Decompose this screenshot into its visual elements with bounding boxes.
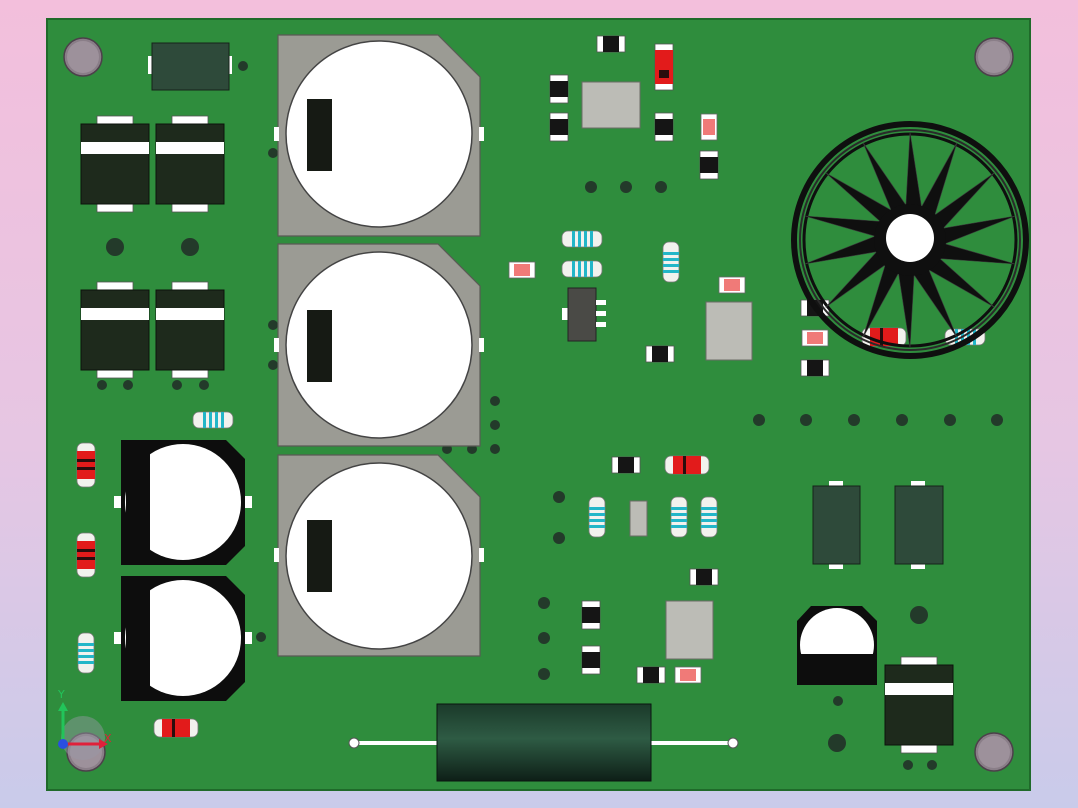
small-capacitor[interactable] [797,606,877,685]
large-capacitor[interactable] [274,34,484,237]
smd-chip[interactable] [549,74,569,104]
medium-capacitor[interactable] [114,576,252,701]
axial-resistor[interactable] [670,496,688,538]
smd-chip[interactable] [596,35,626,53]
to252-regulator[interactable] [562,287,606,342]
smd-chip[interactable] [581,645,601,675]
smd-chip[interactable] [611,456,641,474]
axial-resistor[interactable] [192,411,234,429]
smd-led[interactable] [700,113,718,141]
power-package[interactable] [155,115,225,213]
power-package[interactable] [80,115,150,213]
smd-chip[interactable] [689,568,719,586]
power-package[interactable] [884,656,954,754]
ic-package[interactable] [665,600,714,660]
smd-chip[interactable] [636,666,666,684]
large-capacitor[interactable] [274,454,484,657]
axial-resistor[interactable] [561,260,603,278]
medium-capacitor[interactable] [114,440,252,565]
via-group [97,148,1003,770]
triad-y-label: Y [58,688,65,701]
smd-led[interactable] [718,276,746,294]
power-package[interactable] [155,281,225,379]
axial-inductor[interactable] [348,703,739,782]
ic-package[interactable] [705,301,753,361]
triad-x-label: X [104,732,112,745]
axial-diode[interactable] [153,718,199,738]
smd-chip[interactable] [654,112,674,142]
smd-chip[interactable] [645,345,675,363]
axial-resistor[interactable] [588,496,606,538]
axial-resistor[interactable] [700,496,718,538]
ic-small[interactable] [629,500,648,537]
axial-diode[interactable] [664,455,710,475]
axial-resistor[interactable] [561,230,603,248]
coordinate-triad [58,702,108,760]
mounting-hole [974,37,1014,77]
mounting-hole [974,732,1014,772]
axial-resistor[interactable] [77,632,95,674]
smd-diode-red[interactable] [654,43,674,91]
smd-chip[interactable] [699,150,719,180]
smd-led[interactable] [508,261,536,279]
dark-module[interactable] [894,481,944,569]
mounting-hole [63,37,103,77]
heatsink-fan[interactable] [791,121,1029,377]
axial-diode[interactable] [76,532,96,578]
smd-led[interactable] [674,666,702,684]
large-capacitor[interactable] [274,243,484,447]
axial-resistor[interactable] [662,241,680,283]
ic-package[interactable] [581,81,641,129]
dark-module[interactable] [148,42,248,91]
smd-chip[interactable] [549,112,569,142]
power-package[interactable] [80,281,150,379]
axial-diode[interactable] [76,442,96,488]
dark-module[interactable] [812,481,861,569]
smd-chip[interactable] [581,600,601,630]
